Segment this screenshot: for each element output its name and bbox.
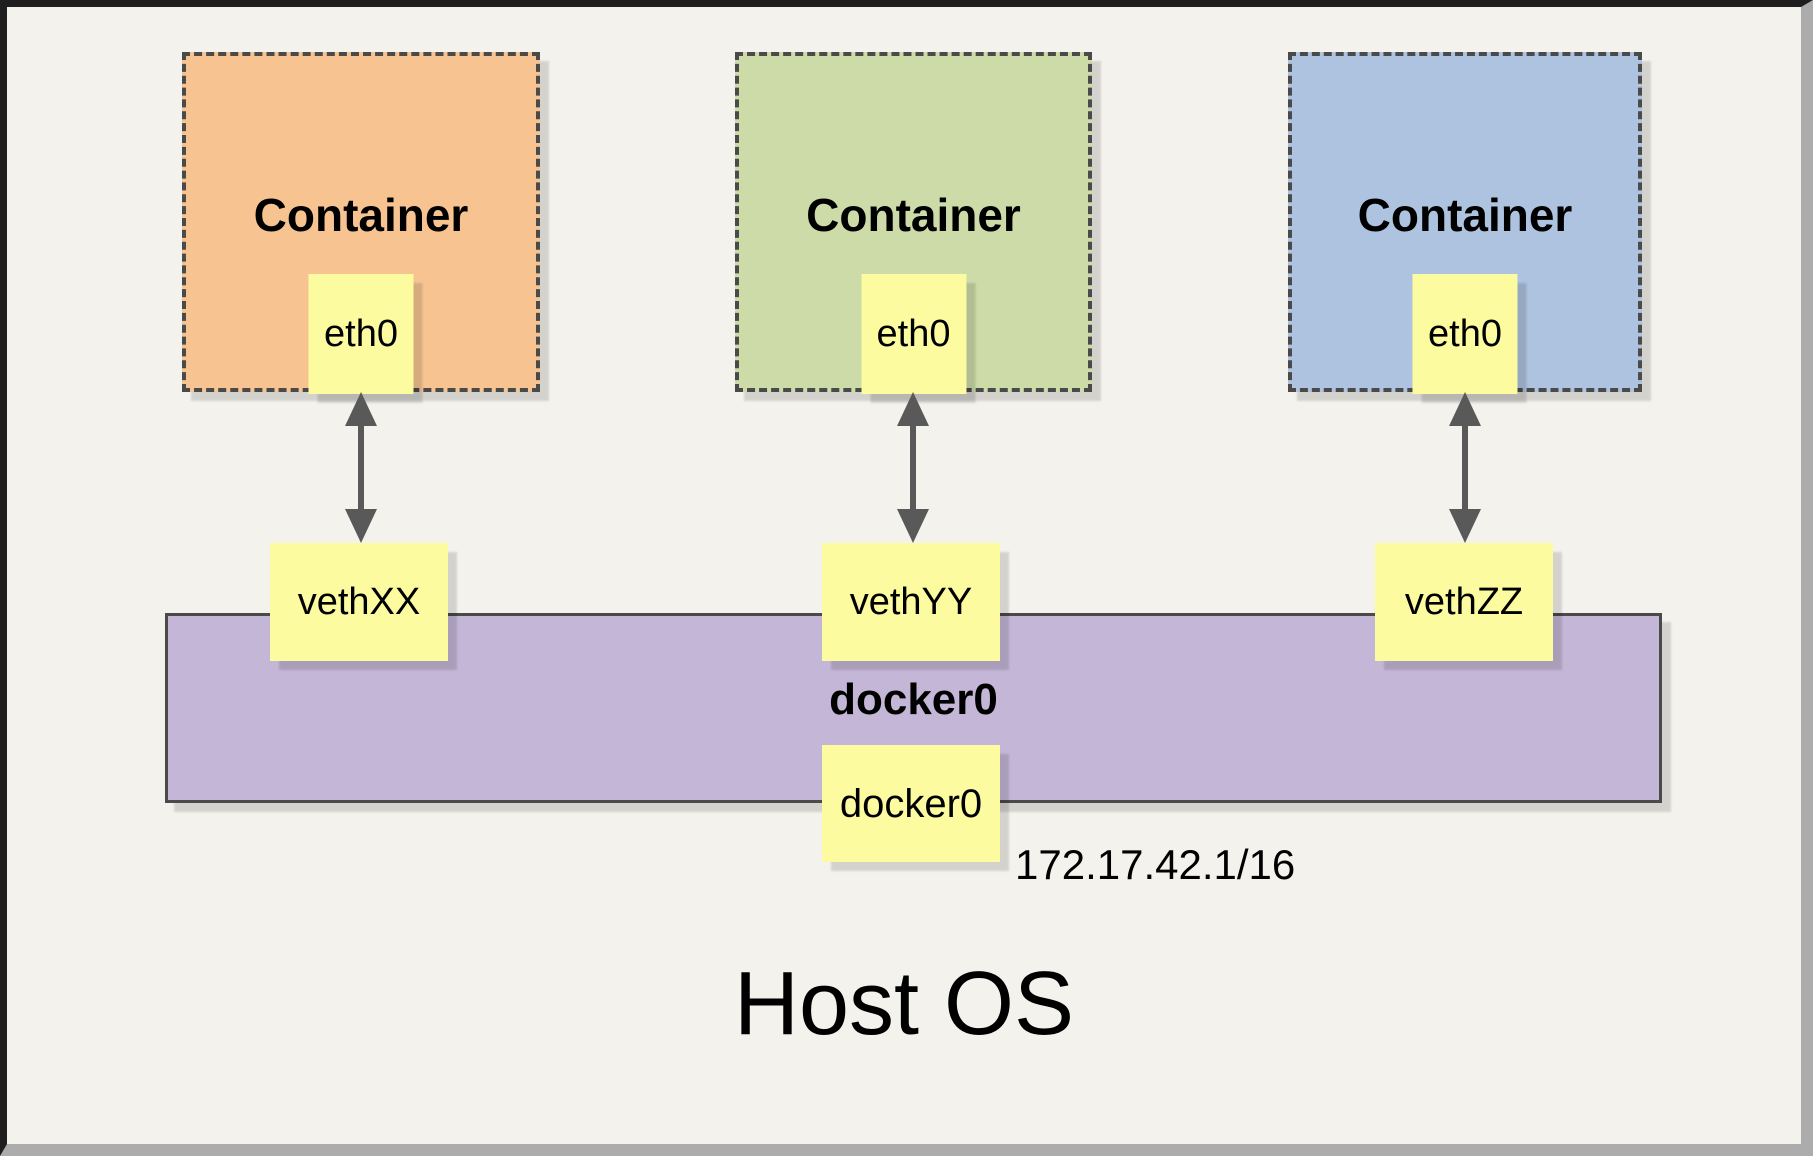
arrow-shaft [910,426,916,509]
arrow-shaft [358,426,364,509]
docker-network-diagram: Container eth0 Container eth0 Container … [7,7,1801,1144]
eth0-interface-box: eth0 [1412,274,1518,394]
veth-interface-box: vethXX [270,543,448,661]
arrowhead-up-icon [345,392,377,426]
double-arrow-icon [345,392,377,543]
eth0-interface-box: eth0 [861,274,966,394]
arrowhead-down-icon [345,509,377,543]
docker0-interface-box: docker0 [822,745,1000,862]
bridge-ip-label: 172.17.42.1/16 [1015,841,1296,888]
docker0-bridge-label: docker0 [829,675,998,724]
container-box-2: Container eth0 [735,52,1092,394]
arrowhead-up-icon [897,392,929,426]
arrowhead-down-icon [897,509,929,543]
host-os-label: Host OS [733,954,1075,1054]
container-label: Container [1357,189,1573,242]
veth-interface-box: vethZZ [1375,543,1553,661]
arrow-shaft [1462,426,1468,509]
arrowhead-up-icon [1449,392,1481,426]
container-label: Container [253,189,469,242]
eth0-interface-box: eth0 [308,274,414,394]
double-arrow-icon [1449,392,1481,543]
container-label: Container [806,189,1021,242]
arrowhead-down-icon [1449,509,1481,543]
container-box-3: Container eth0 [1288,52,1642,394]
double-arrow-icon [897,392,929,543]
container-box-1: Container eth0 [182,52,540,394]
veth-interface-box: vethYY [822,543,1000,661]
